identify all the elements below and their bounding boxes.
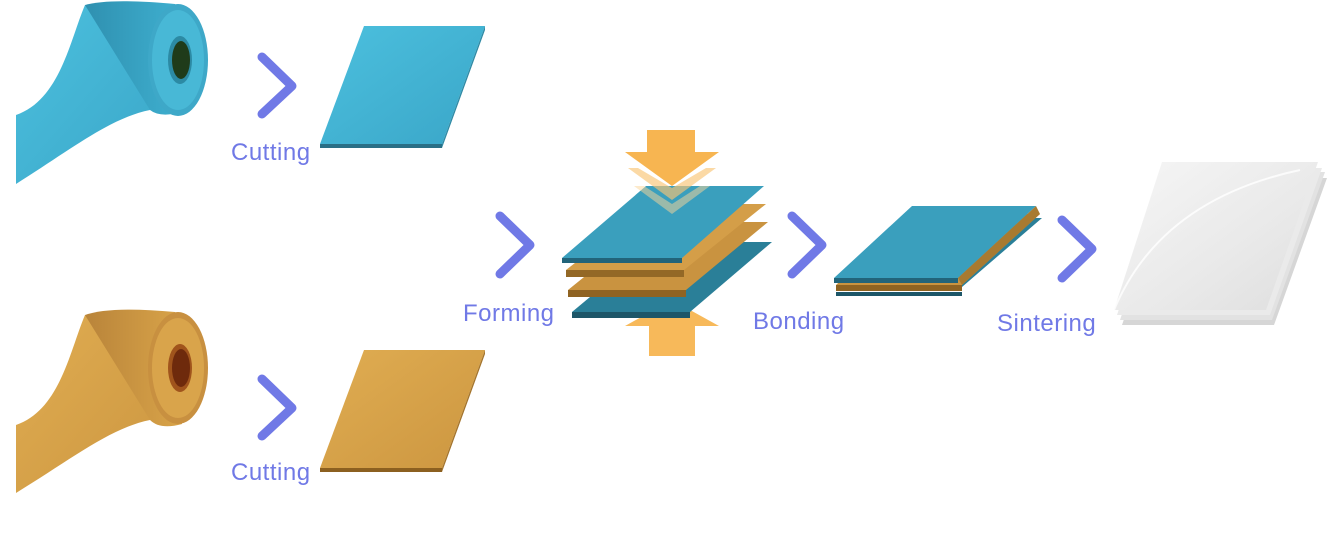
chevron-right-icon [495, 211, 535, 279]
orange-cut-sheet [320, 350, 485, 472]
sintering-label: Sintering [997, 310, 1097, 337]
chevron-right-icon [1057, 215, 1097, 283]
orange-tape-roll [16, 309, 208, 493]
blue-cut-sheet [320, 26, 485, 148]
cutting-label-top: Cutting [231, 139, 311, 166]
cutting-label-bottom: Cutting [231, 459, 311, 486]
chevron-right-icon [257, 374, 297, 441]
blue-tape-roll [16, 1, 208, 184]
chevron-right-icon [257, 52, 297, 119]
forming-stack [562, 130, 772, 356]
chevron-right-icon [787, 211, 827, 279]
bonded-block [834, 206, 1042, 296]
press-arrow-down-icon [625, 130, 719, 186]
sintered-block [1113, 162, 1327, 325]
forming-label: Forming [463, 300, 555, 327]
bonding-label: Bonding [753, 308, 845, 335]
